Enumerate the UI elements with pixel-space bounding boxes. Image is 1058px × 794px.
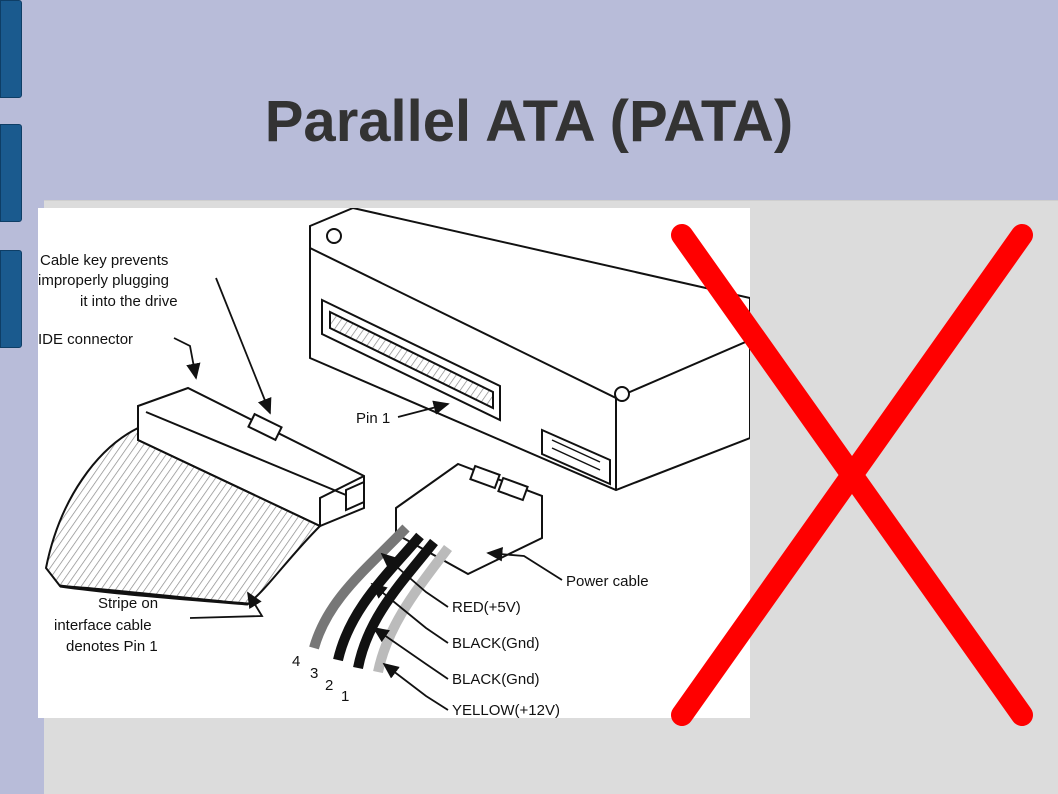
label-stripe-1: Stripe on [98, 595, 158, 612]
power-connector [309, 462, 543, 674]
label-black-wire-2: BLACK(Gnd) [452, 671, 540, 688]
ide-ribbon-cable [44, 386, 365, 606]
label-wire-4: 4 [292, 653, 300, 670]
label-yellow-wire: YELLOW(+12V) [452, 702, 560, 718]
label-power-cable: Power cable [566, 573, 649, 590]
label-wire-2: 2 [325, 677, 333, 694]
label-ide-connector: IDE connector [38, 331, 133, 348]
label-stripe-2: interface cable [54, 617, 152, 634]
side-tab-2 [0, 124, 22, 222]
red-cross-mark [671, 224, 1033, 726]
label-stripe-3: denotes Pin 1 [66, 638, 158, 655]
leader-arrows [173, 277, 563, 711]
label-cable-key-1: Cable key prevents [40, 252, 168, 269]
label-wire-3: 3 [310, 665, 318, 682]
label-cable-key-2: improperly plugging [38, 272, 169, 289]
pata-diagram-drawing: Cable key prevents improperly plugging i… [38, 206, 751, 719]
pata-diagram: Cable key prevents improperly plugging i… [38, 206, 751, 719]
label-pin-1: Pin 1 [356, 410, 390, 427]
label-red-wire: RED(+5V) [452, 599, 521, 616]
label-black-wire-1: BLACK(Gnd) [452, 635, 540, 652]
side-tab-3 [0, 250, 22, 348]
hard-drive [309, 206, 751, 492]
label-wire-1: 1 [341, 688, 349, 705]
label-cable-key-3: it into the drive [80, 293, 178, 310]
side-tab-1 [0, 0, 22, 98]
slide-title: Parallel ATA (PATA) [264, 89, 794, 154]
